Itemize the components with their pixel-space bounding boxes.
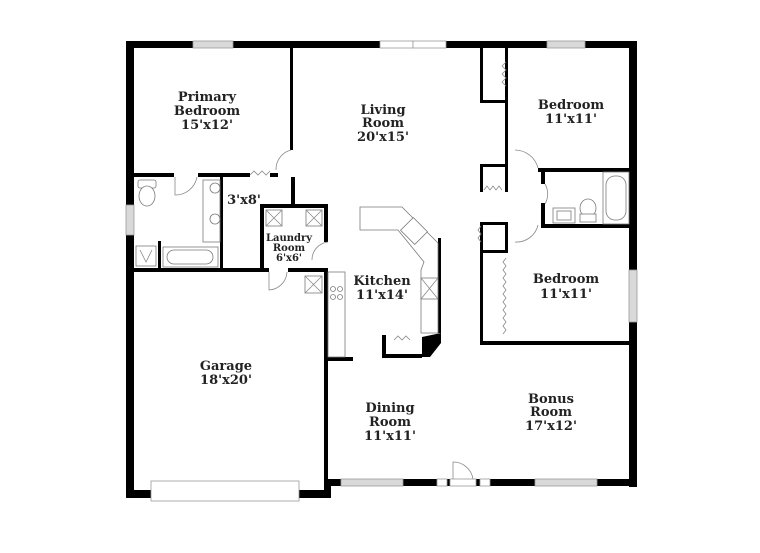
room-garage: Garage 18'x20' <box>200 359 252 388</box>
svg-text:18'x20': 18'x20' <box>200 373 252 388</box>
svg-text:11'x14': 11'x14' <box>356 288 408 303</box>
room-bonus-room: Bonus Room 17'x12' <box>525 392 577 434</box>
svg-text:Room: Room <box>362 116 404 131</box>
interior-doors <box>174 61 549 341</box>
svg-text:Garage: Garage <box>200 359 252 374</box>
svg-text:Kitchen: Kitchen <box>353 274 411 289</box>
svg-text:6'x6': 6'x6' <box>276 253 302 264</box>
room-laundry: Laundry Room 6'x6' <box>266 233 313 264</box>
room-kitchen: Kitchen 11'x14' <box>353 274 411 303</box>
svg-text:Dining: Dining <box>365 401 414 416</box>
room-bedroom-2: Bedroom 11'x11' <box>533 272 600 302</box>
svg-text:11'x11': 11'x11' <box>364 429 416 444</box>
entry-door[interactable] <box>449 461 477 487</box>
interior-walls <box>134 48 629 488</box>
svg-text:11'x11': 11'x11' <box>545 112 597 127</box>
svg-text:11'x11': 11'x11' <box>540 287 592 302</box>
room-closet: 3'x8' <box>227 193 261 208</box>
svg-text:Primary: Primary <box>178 90 237 105</box>
svg-text:17'x12': 17'x12' <box>525 419 577 434</box>
svg-text:Bedroom: Bedroom <box>533 272 600 287</box>
svg-text:Room: Room <box>273 243 306 254</box>
svg-text:15'x12': 15'x12' <box>181 118 233 133</box>
windows <box>125 40 638 502</box>
room-bedroom-1: Bedroom 11'x11' <box>538 98 605 127</box>
svg-text:Room: Room <box>530 405 572 420</box>
svg-text:Laundry: Laundry <box>266 233 313 244</box>
svg-text:Bonus: Bonus <box>528 392 574 407</box>
svg-text:Bedroom: Bedroom <box>174 104 241 119</box>
svg-text:Living: Living <box>360 103 405 118</box>
svg-text:3'x8': 3'x8' <box>227 193 261 208</box>
svg-text:20'x15': 20'x15' <box>357 130 409 145</box>
svg-text:Bedroom: Bedroom <box>538 98 605 113</box>
room-living-room: Living Room 20'x15' <box>357 103 409 145</box>
room-primary-bedroom: Primary Bedroom 15'x12' <box>174 90 241 133</box>
room-dining-room: Dining Room 11'x11' <box>364 401 416 444</box>
svg-text:Room: Room <box>369 415 411 430</box>
fixtures <box>135 171 630 358</box>
